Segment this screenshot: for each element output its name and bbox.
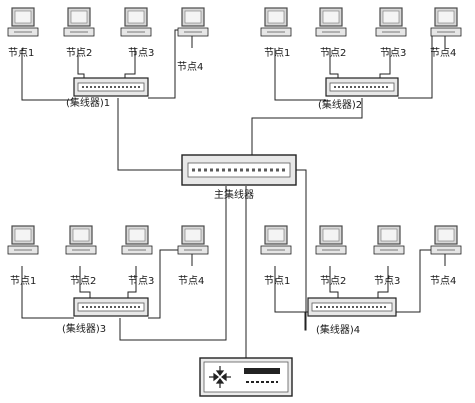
node-label: 节点3 <box>374 275 400 287</box>
computer-node-1-3 <box>120 7 152 37</box>
computer-node-4-1 <box>260 225 292 255</box>
hub-icon <box>73 77 149 97</box>
node-label: 节点2 <box>66 47 92 59</box>
connection-lines <box>21 29 446 358</box>
hub-icon <box>73 297 149 317</box>
main-hub-icon <box>181 154 297 186</box>
computer-node-4-2 <box>315 225 347 255</box>
computer-node-4-3 <box>373 225 405 255</box>
computer-node-2-1 <box>260 7 292 37</box>
node-label: 节点1 <box>264 275 290 287</box>
computer-node-3-1 <box>7 225 39 255</box>
node-label: 节点2 <box>320 275 346 287</box>
router-icon <box>199 357 293 397</box>
node-label: 节点2 <box>70 275 96 287</box>
node-label: 节点4 <box>430 47 456 59</box>
hub-icon <box>307 297 397 317</box>
hub-label: (集线器)4 <box>316 323 360 336</box>
main-hub-label: 主集线器 <box>214 188 254 201</box>
node-label: 节点2 <box>320 47 346 59</box>
node-label: 节点3 <box>128 47 154 59</box>
computer-node-3-2 <box>65 225 97 255</box>
node-label: 节点3 <box>128 275 154 287</box>
computer-node-2-4 <box>430 7 462 37</box>
computer-node-4-4 <box>430 225 462 255</box>
node-label: 节点1 <box>8 47 34 59</box>
hub-label: (集线器)2 <box>318 98 362 111</box>
computer-node-1-2 <box>63 7 95 37</box>
computer-node-2-3 <box>375 7 407 37</box>
node-label: 节点4 <box>430 275 456 287</box>
computer-node-3-3 <box>121 225 153 255</box>
computer-node-1-1 <box>7 7 39 37</box>
computer-node-2-2 <box>315 7 347 37</box>
node-label: 节点1 <box>10 275 36 287</box>
computer-node-3-4 <box>177 225 209 255</box>
node-label: 节点1 <box>264 47 290 59</box>
hub-icon <box>325 77 399 97</box>
node-label: 节点4 <box>178 275 204 287</box>
node-label: 节点3 <box>380 47 406 59</box>
computer-node-1-4 <box>177 7 209 37</box>
hub-label: (集线器)1 <box>66 96 110 109</box>
node-label: 节点4 <box>177 61 203 73</box>
hub-label: (集线器)3 <box>62 322 106 335</box>
